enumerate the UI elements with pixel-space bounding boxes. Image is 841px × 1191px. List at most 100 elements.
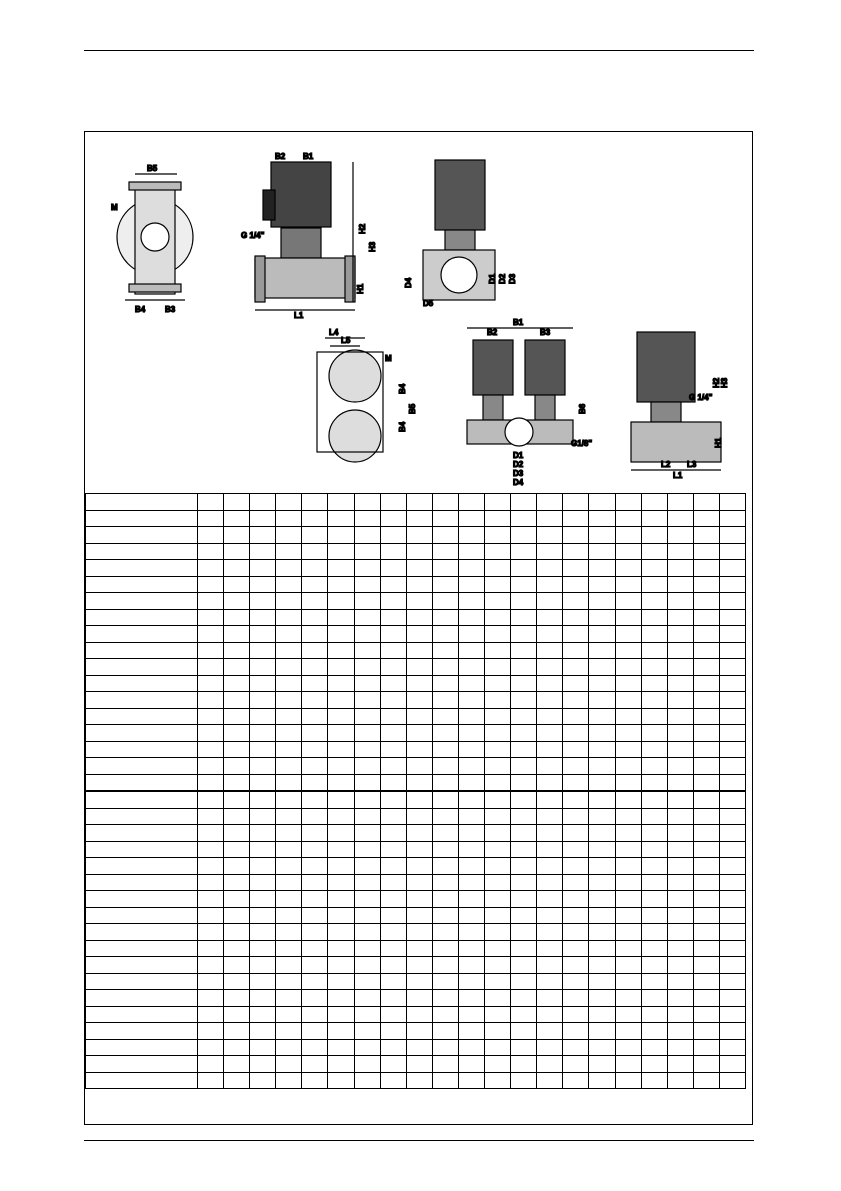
table-row <box>85 890 746 908</box>
dimension-cell <box>666 890 694 908</box>
dimension-cell <box>588 906 616 924</box>
dimension-cell <box>614 1071 642 1089</box>
dimension-cell <box>614 939 642 957</box>
dimension-cell <box>327 1055 355 1073</box>
dimension-cell <box>379 956 407 974</box>
dimension-cell <box>196 1022 225 1040</box>
dim-l3-inline: L3 <box>687 460 697 469</box>
dimension-cell <box>562 575 590 593</box>
dimension-cell <box>196 906 225 924</box>
dim-d4-twin: D4 <box>513 478 524 487</box>
dimension-cell <box>536 890 564 908</box>
dimension-cell <box>614 625 642 643</box>
model-cell <box>85 840 198 858</box>
dimension-cell <box>223 658 251 676</box>
model-cell <box>85 608 198 626</box>
dimension-cell <box>536 526 564 544</box>
dimension-cell <box>666 526 694 544</box>
dimension-cell <box>353 608 381 626</box>
dimension-cell <box>457 740 486 758</box>
dimension-cell <box>666 1038 694 1056</box>
dimension-cell <box>379 691 407 709</box>
dimension-cell <box>484 509 512 527</box>
dimension-cell <box>510 1022 538 1040</box>
dimension-cell <box>718 989 746 1007</box>
dimension-cell <box>510 989 538 1007</box>
dimension-cell <box>510 608 538 626</box>
dimension-cell <box>718 1022 746 1040</box>
dim-d4-front: D4 <box>404 277 413 288</box>
dimension-cell <box>431 707 459 725</box>
dim-d2-twin: D2 <box>513 460 524 469</box>
dimension-cell <box>327 824 355 842</box>
dimension-cell <box>692 674 720 692</box>
dimension-cell <box>614 956 642 974</box>
table-row <box>85 906 746 924</box>
dimension-cell <box>223 1055 251 1073</box>
dimension-cell <box>510 972 538 990</box>
model-cell <box>85 1055 198 1073</box>
dim-b3-twin: B3 <box>540 328 551 337</box>
dimension-cell <box>666 509 694 527</box>
table-row <box>85 824 746 842</box>
dimension-cell <box>379 1055 407 1073</box>
model-cell <box>85 509 198 527</box>
dimension-cell <box>196 559 225 577</box>
dimension-cell <box>484 641 512 659</box>
dimension-cell <box>562 641 590 659</box>
dimension-cell <box>275 956 303 974</box>
table-row <box>85 724 746 742</box>
dim-h3-side: H3 <box>368 241 377 252</box>
dimension-cell <box>484 824 512 842</box>
dimension-cell <box>405 493 433 511</box>
dimension-cell <box>640 773 668 792</box>
dimension-cell <box>223 890 251 908</box>
dimension-cell <box>327 608 355 626</box>
dimension-cell <box>666 1071 694 1089</box>
dimension-cell <box>431 625 459 643</box>
dimension-cell <box>379 526 407 544</box>
dimension-cell <box>614 1005 642 1023</box>
dimension-cell <box>275 1055 303 1073</box>
dimension-cell <box>562 757 590 775</box>
dimension-cell <box>301 956 329 974</box>
dimension-cell <box>457 658 486 676</box>
dimension-cell <box>588 989 616 1007</box>
dimension-cell <box>353 840 381 858</box>
dimension-cell <box>301 493 329 511</box>
dimension-cell <box>718 857 746 875</box>
dimension-cell <box>249 658 277 676</box>
dim-l1-inline: L1 <box>673 471 683 480</box>
dimension-cell <box>718 608 746 626</box>
dimension-cell <box>405 509 433 527</box>
dimension-cell <box>640 592 668 610</box>
dim-l5-twin: L5 <box>341 336 351 345</box>
dimension-cell <box>666 559 694 577</box>
dimension-cell <box>196 1055 225 1073</box>
table-row <box>85 625 746 643</box>
dimension-cell <box>431 592 459 610</box>
dimension-cell <box>718 740 746 758</box>
dimension-cell <box>379 658 407 676</box>
dimension-cell <box>431 493 459 511</box>
dimension-cell <box>510 1055 538 1073</box>
dimension-cell <box>718 509 746 527</box>
dimension-cell <box>249 790 277 809</box>
table-row <box>85 674 746 692</box>
dimension-cell <box>562 790 590 809</box>
dimension-cell <box>223 807 251 825</box>
dimension-cell <box>223 674 251 692</box>
dimension-cell <box>510 559 538 577</box>
dimension-cell <box>718 923 746 941</box>
dimension-cell <box>249 542 277 560</box>
dim-b5-twin: B5 <box>408 403 417 414</box>
dimension-cell <box>457 790 486 809</box>
table-row <box>85 923 746 941</box>
dimension-cell <box>562 526 590 544</box>
dimension-cell <box>718 691 746 709</box>
dimension-cell <box>640 658 668 676</box>
table-row <box>85 939 746 957</box>
dimension-cell <box>718 592 746 610</box>
dimension-cell <box>666 956 694 974</box>
dimension-cell <box>588 608 616 626</box>
